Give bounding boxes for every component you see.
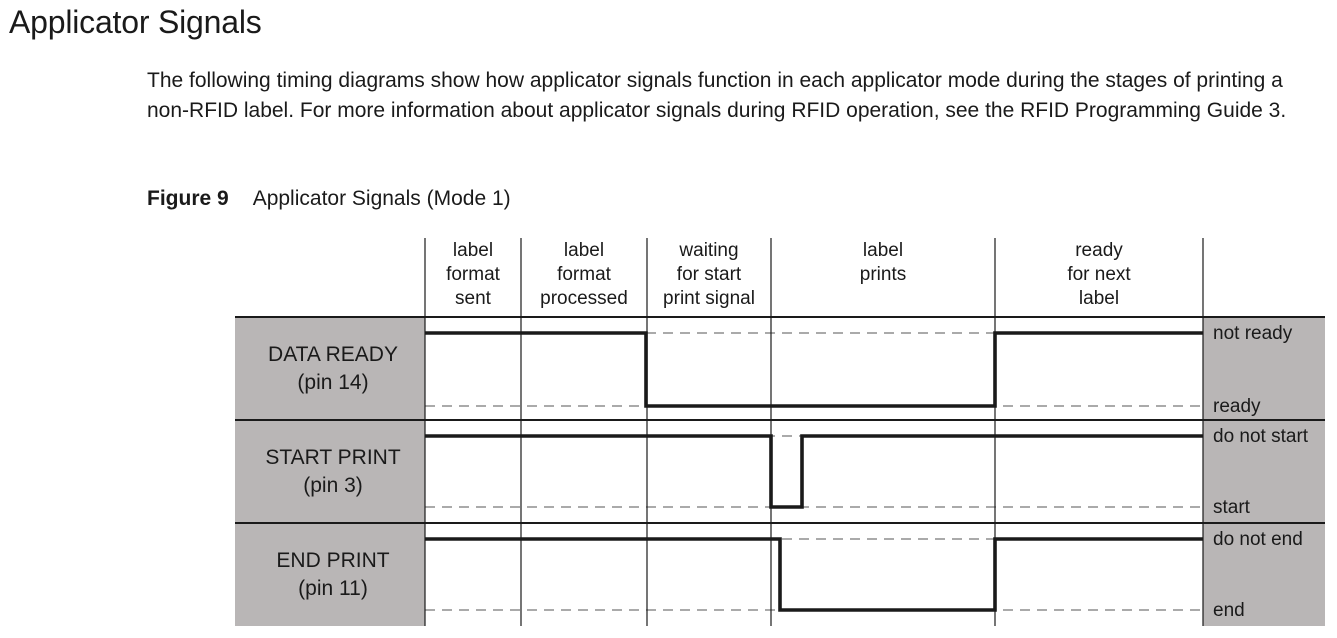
signal-label-panels (235, 317, 1325, 626)
stage-label: format (446, 264, 501, 285)
signal-pin: (pin 14) (297, 371, 368, 394)
stage-label: for next (1067, 264, 1131, 285)
stage-dividers (235, 238, 1325, 626)
signal-traces (425, 331, 1203, 612)
signal-trace (425, 331, 1203, 408)
low-state-label: end (1213, 600, 1245, 621)
stage-label: label (564, 240, 604, 261)
high-state-label: not ready (1213, 323, 1293, 344)
stage-label: waiting (678, 240, 738, 261)
figure-number: Figure 9 (147, 187, 229, 210)
signal-pin: (pin 11) (298, 577, 368, 600)
intro-text: The following timing diagrams show how a… (147, 66, 1327, 126)
signal-name: DATA READY (268, 343, 398, 366)
stage-label: prints (860, 264, 906, 285)
signal-name: START PRINT (265, 446, 401, 469)
page-title: Applicator Signals (9, 4, 262, 40)
stage-label: for start (677, 264, 742, 285)
signal-pin: (pin 3) (303, 474, 363, 497)
logic-level-guides (425, 332, 1203, 611)
figure-caption: Figure 9 Applicator Signals (Mode 1) (147, 187, 511, 211)
high-state-label: do not start (1213, 426, 1309, 447)
stage-label: label (453, 240, 493, 261)
stage-label: print signal (663, 288, 755, 309)
high-state-label: do not end (1213, 529, 1303, 550)
diagram-labels: label format sent label format processed waiti… (265, 240, 1308, 621)
signal-name: END PRINT (276, 549, 389, 572)
stage-label: format (557, 264, 612, 285)
low-state-label: start (1213, 497, 1251, 518)
stage-label: processed (540, 288, 628, 309)
signal-trace (425, 537, 1203, 612)
stage-label: sent (455, 288, 492, 309)
stage-label: ready (1075, 240, 1123, 261)
intro-paragraph: The following timing diagrams show how a… (147, 69, 1287, 122)
signal-trace (425, 434, 1203, 509)
stage-label: label (1079, 288, 1119, 309)
low-state-label: ready (1213, 396, 1261, 417)
stage-label: label (863, 240, 903, 261)
state-label-panel (1203, 317, 1325, 626)
figure-title: Applicator Signals (Mode 1) (252, 187, 511, 210)
signal-name-panel (235, 317, 425, 626)
